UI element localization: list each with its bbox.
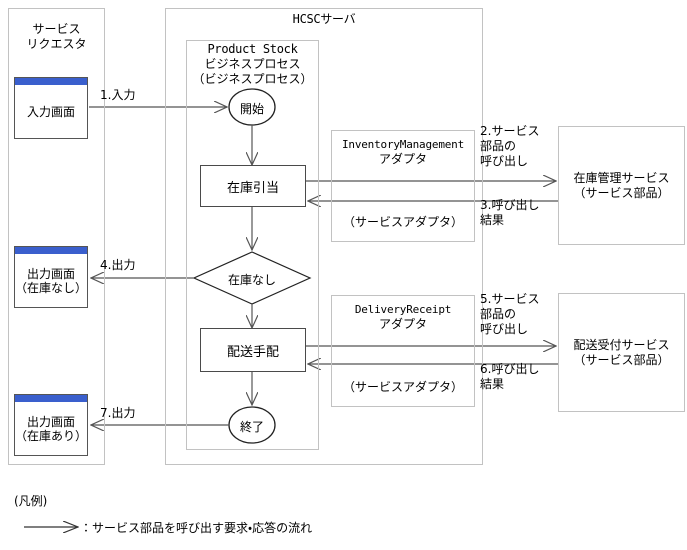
container-business-process-title: Product Stock ビジネスプロセス （ビジネスプロセス） (176, 42, 329, 87)
service-inventory-management-line1: 在庫管理サービス (573, 170, 670, 185)
screen-input-body: 入力画面 (15, 85, 87, 138)
service-inventory-management-line2: （サービス部品） (573, 185, 670, 200)
adapter-inventory-management-sub: （サービスアダプタ） (342, 215, 463, 229)
edge-label-6-call-result: 6.呼び出し 結果 (480, 362, 540, 391)
screen-output-nostock-label2: （在庫なし） (15, 280, 88, 295)
adapter-delivery-receipt-name-line2: アダプタ (378, 317, 427, 331)
edge-label-4-output: 4.出力 (100, 258, 136, 272)
requester-title-line2: リクエスタ (26, 37, 87, 51)
adapter-inventory-management-name-line1: InventoryManagement (341, 138, 465, 151)
service-inventory-management: 在庫管理サービス （サービス部品） (558, 126, 685, 245)
adapter-delivery-receipt-name-line1: DeliveryReceipt (354, 303, 452, 316)
screen-output-nostock-label1: 出力画面 (26, 266, 75, 281)
screen-output-instock-body: 出力画面 （在庫あり） (15, 402, 87, 455)
container-business-process (186, 40, 319, 450)
service-delivery-receipt-line1: 配送受付サービス (573, 337, 670, 352)
edge-label-2-service-call: 2.サービス 部品の 呼び出し (480, 124, 540, 168)
adapter-delivery-receipt: DeliveryReceipt アダプタ （サービスアダプタ） (331, 295, 475, 407)
bp-title-line1: Product Stock (207, 42, 298, 56)
legend-title: (凡例) (14, 494, 48, 508)
screen-output-nostock-body: 出力画面 （在庫なし） (15, 254, 87, 307)
legend-entry-text: ：サービス部品を呼び出す要求・応答の流れ (80, 521, 313, 535)
container-service-requester-title: サービス リクエスタ (8, 22, 105, 52)
edge-label-1-input: 1.入力 (100, 88, 136, 102)
adapter-delivery-receipt-name: DeliveryReceipt アダプタ (332, 302, 474, 332)
service-delivery-receipt-line2: （サービス部品） (573, 352, 670, 367)
bp-title-line3: （ビジネスプロセス） (192, 72, 313, 86)
edge-label-7-output: 7.出力 (100, 406, 136, 420)
edge-label-3-call-result: 3.呼び出し 結果 (480, 198, 540, 227)
flow-node-allocate[interactable]: 在庫引当 (200, 165, 306, 207)
service-delivery-receipt: 配送受付サービス （サービス部品） (558, 293, 685, 412)
edge-label-5-service-call: 5.サービス 部品の 呼び出し (480, 292, 540, 336)
screen-output-instock[interactable]: 出力画面 （在庫あり） (14, 394, 88, 456)
adapter-delivery-receipt-sub: （サービスアダプタ） (342, 380, 463, 394)
requester-title-line1: サービス (32, 22, 81, 36)
flow-node-delivery-label: 配送手配 (226, 344, 279, 360)
container-hcsc-server (165, 8, 483, 465)
screen-input-title-bar (15, 78, 87, 85)
screen-input[interactable]: 入力画面 (14, 77, 88, 139)
flow-node-allocate-label: 在庫引当 (226, 180, 279, 196)
screen-output-instock-title-bar (15, 395, 87, 402)
screen-output-nostock-title-bar (15, 247, 87, 254)
screen-input-label: 入力画面 (26, 104, 75, 119)
screen-output-instock-label2: （在庫あり） (15, 428, 88, 443)
bp-title-line2: ビジネスプロセス (204, 57, 301, 71)
adapter-inventory-management: InventoryManagement アダプタ （サービスアダプタ） (331, 130, 475, 242)
screen-output-nostock[interactable]: 出力画面 （在庫なし） (14, 246, 88, 308)
container-hcsc-server-title: HCSCサーバ (292, 12, 356, 26)
container-service-requester (8, 8, 105, 465)
flow-node-delivery[interactable]: 配送手配 (200, 328, 306, 372)
screen-output-instock-label1: 出力画面 (26, 414, 75, 429)
adapter-inventory-management-name: InventoryManagement アダプタ (332, 137, 474, 167)
adapter-inventory-management-name-line2: アダプタ (378, 152, 427, 166)
